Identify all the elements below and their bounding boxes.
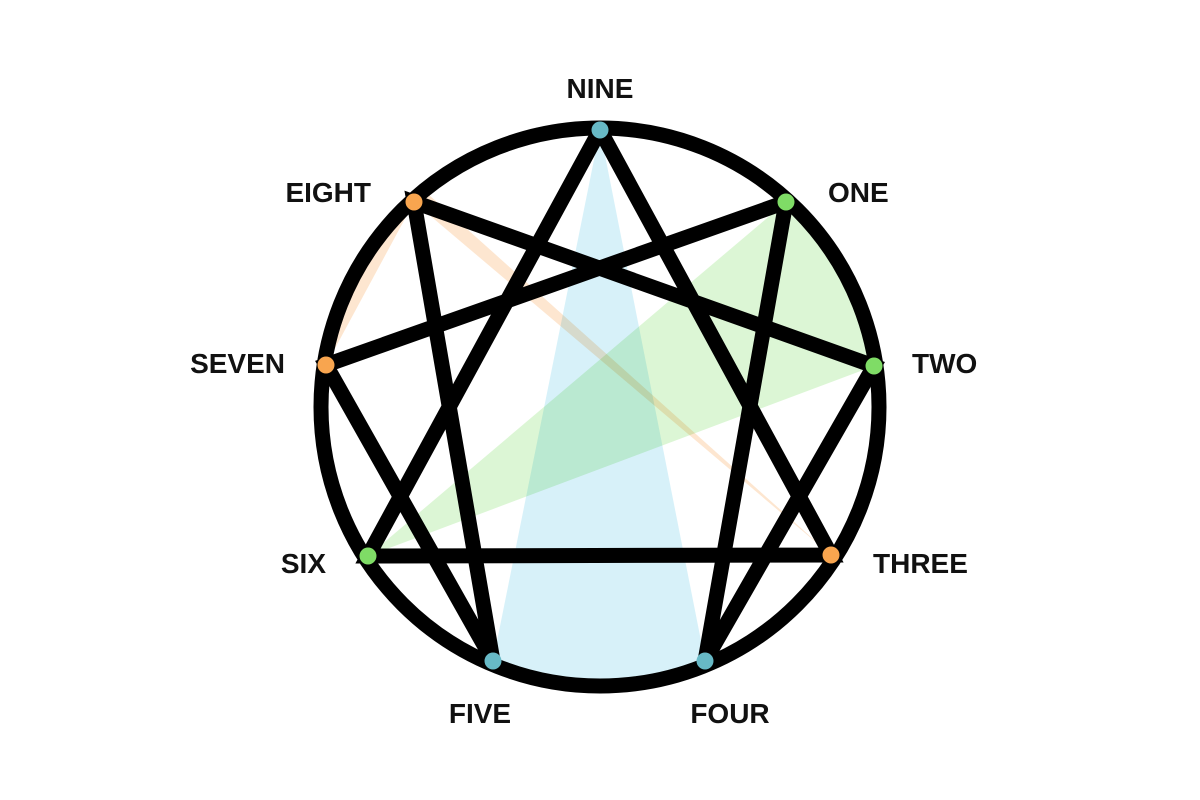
label-eight: EIGHT (285, 177, 371, 208)
triad-fill-green (368, 160, 876, 556)
point-dot-one (777, 193, 795, 211)
point-dot-five (484, 652, 502, 670)
label-nine: NINE (567, 73, 634, 104)
triangle-lines (355, 126, 844, 564)
label-four: FOUR (690, 698, 769, 729)
label-one: ONE (828, 177, 889, 208)
label-six: SIX (281, 548, 326, 579)
label-seven: SEVEN (190, 348, 285, 379)
point-dot-nine (591, 121, 609, 139)
label-five: FIVE (449, 698, 511, 729)
point-dot-seven (317, 356, 335, 374)
point-dot-four (696, 652, 714, 670)
point-dot-three (822, 546, 840, 564)
label-two: TWO (912, 348, 977, 379)
point-dot-two (865, 357, 883, 375)
point-dot-eight (405, 193, 423, 211)
label-three: THREE (873, 548, 968, 579)
point-dot-six (359, 547, 377, 565)
